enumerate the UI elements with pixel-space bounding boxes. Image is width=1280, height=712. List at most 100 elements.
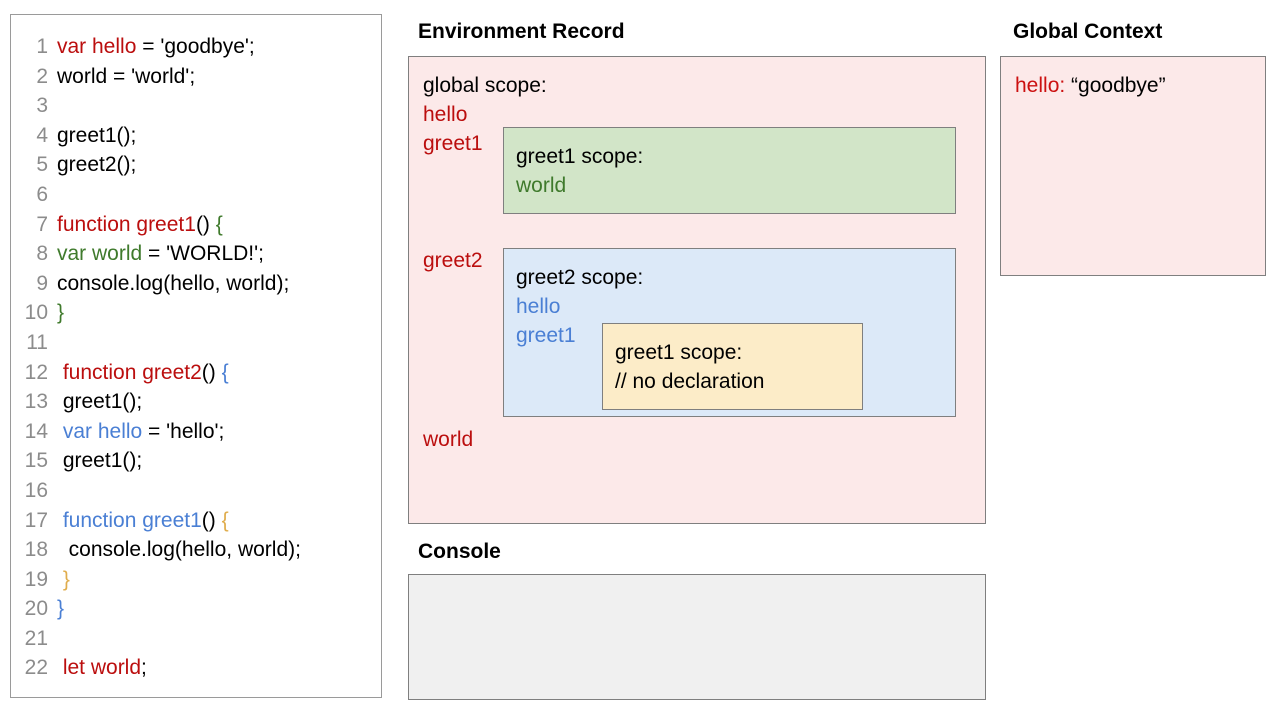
nested-greet1-scope-note: // no declaration [615, 370, 765, 393]
code-line-text: function greet2() { [57, 358, 229, 388]
global-binding-greet1: greet1 [423, 132, 483, 155]
greet2-scope-binding-greet1: greet1 [516, 324, 576, 347]
line-number: 19 [24, 567, 48, 591]
code-line: 3 [11, 91, 381, 121]
code-token: } [57, 597, 65, 621]
environment-record-title: Environment Record [418, 20, 625, 43]
code-token: function greet1 [57, 508, 202, 532]
code-line-list: 1 var hello = 'goodbye'; 2 world = 'world';… [11, 32, 381, 683]
line-number: 9 [36, 271, 48, 295]
line-number: 15 [24, 449, 48, 473]
code-line: 10} [11, 298, 381, 328]
code-token: let world [57, 656, 142, 680]
greet1-scope-box: greet1 scope: world [503, 127, 956, 214]
code-line: 15 greet1(); [11, 446, 381, 476]
code-line-text: greet2(); [57, 150, 136, 180]
code-token: { [221, 508, 229, 532]
line-number: 17 [24, 508, 48, 532]
code-line: 20} [11, 594, 381, 624]
global-binding-world: world [423, 428, 474, 451]
code-line-text: } [57, 565, 70, 595]
line-number: 22 [24, 656, 48, 680]
code-line-text: var hello = 'hello'; [57, 417, 225, 447]
code-token: = 'hello'; [142, 419, 225, 443]
line-number: 3 [36, 94, 48, 118]
line-number: 1 [36, 35, 48, 58]
nested-greet1-scope-box: greet1 scope: // no declaration [602, 323, 863, 410]
code-token: } [57, 567, 70, 591]
code-token: } [57, 301, 65, 325]
code-token: greet1(); [57, 449, 143, 473]
code-line-text: } [57, 594, 64, 624]
greet1-scope-binding-world: world [516, 174, 567, 197]
line-number: 18 [24, 538, 48, 562]
code-token: { [221, 360, 229, 384]
code-token: var hello [57, 35, 137, 58]
code-line: 21 [11, 624, 381, 654]
code-line-text: greet1(); [57, 446, 142, 476]
code-token: greet1(); [57, 123, 137, 147]
code-line-text: var hello = 'goodbye'; [57, 32, 255, 62]
line-number: 14 [24, 419, 48, 443]
global-context-entry-value: “goodbye” [1071, 74, 1166, 97]
line-number: 12 [24, 360, 48, 384]
code-line: 12 function greet2() { [11, 358, 381, 388]
code-token: = 'goodbye'; [136, 35, 255, 58]
code-line: 2 world = 'world'; [11, 62, 381, 92]
code-token: var world [57, 242, 143, 266]
line-number: 20 [24, 597, 48, 621]
code-line: 13 greet1(); [11, 387, 381, 417]
code-token: () [195, 212, 216, 236]
line-number: 7 [36, 212, 48, 236]
code-token: function greet2 [57, 360, 202, 384]
code-line: 5 greet2(); [11, 150, 381, 180]
code-token: function greet1 [57, 212, 196, 236]
line-number: 21 [24, 626, 48, 650]
code-line-text: greet1(); [57, 121, 136, 151]
code-line-text: console.log(hello, world); [57, 535, 301, 565]
greet1-scope-heading: greet1 scope: [516, 145, 644, 168]
code-token: ; [141, 656, 147, 680]
line-number: 2 [36, 64, 48, 88]
line-number: 6 [36, 182, 48, 206]
global-context-title: Global Context [1013, 20, 1163, 43]
nested-greet1-scope-heading: greet1 scope: [615, 341, 743, 364]
code-token: console.log(hello, world); [57, 538, 301, 562]
global-context-box: hello: “goodbye” [1000, 56, 1266, 276]
line-number: 16 [24, 478, 48, 502]
code-line: 22 let world; [11, 653, 381, 683]
global-context-entry-key: hello: [1015, 74, 1066, 97]
code-token: var hello [57, 419, 143, 443]
code-line-text: function greet1() { [57, 506, 229, 536]
code-line-text: var world = 'WORLD!'; [57, 239, 264, 269]
greet2-scope-heading: greet2 scope: [516, 266, 644, 289]
code-line-text: let world; [57, 653, 147, 683]
global-scope-box: global scope: hello greet1 greet2 world … [408, 56, 986, 524]
code-line-text: } [57, 298, 64, 328]
code-line: 1 var hello = 'goodbye'; [11, 32, 381, 62]
code-line: 7 function greet1() { [11, 210, 381, 240]
code-token: greet2(); [57, 153, 137, 177]
code-token: console.log(hello, world); [57, 271, 290, 295]
code-line: 9 console.log(hello, world); [11, 269, 381, 299]
code-token: () [201, 508, 222, 532]
line-number: 11 [26, 330, 48, 354]
code-token: { [215, 212, 223, 236]
code-line-text: greet1(); [57, 387, 142, 417]
code-token: = 'WORLD!'; [142, 242, 264, 266]
code-line: 4 greet1(); [11, 121, 381, 151]
code-line: 16 [11, 476, 381, 506]
global-binding-greet2: greet2 [423, 249, 483, 272]
line-number: 5 [36, 153, 48, 177]
code-line: 6 [11, 180, 381, 210]
code-line: 11 [11, 328, 381, 358]
code-token: () [201, 360, 222, 384]
console-output-box [408, 574, 986, 700]
code-line: 14 var hello = 'hello'; [11, 417, 381, 447]
global-binding-hello: hello [423, 103, 468, 126]
code-line-text: world = 'world'; [57, 62, 195, 92]
line-number: 10 [24, 301, 48, 325]
line-number: 4 [36, 123, 48, 147]
code-editor-panel: 1 var hello = 'goodbye'; 2 world = 'world';… [10, 14, 382, 698]
